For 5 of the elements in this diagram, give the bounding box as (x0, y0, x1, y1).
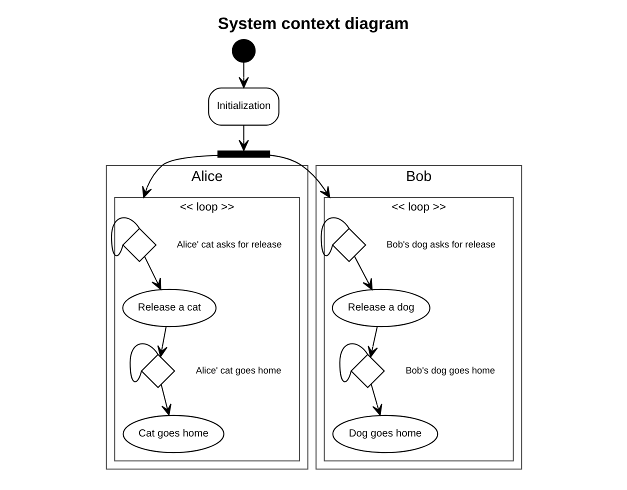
node-label: Bob's dog goes home (405, 365, 495, 376)
node-label: Alice' cat asks for release (176, 239, 282, 250)
node-label: Alice' cat goes home (195, 365, 281, 376)
diagram-title: System context diagram (217, 14, 408, 33)
node-label: Bob's dog asks for release (386, 239, 496, 250)
